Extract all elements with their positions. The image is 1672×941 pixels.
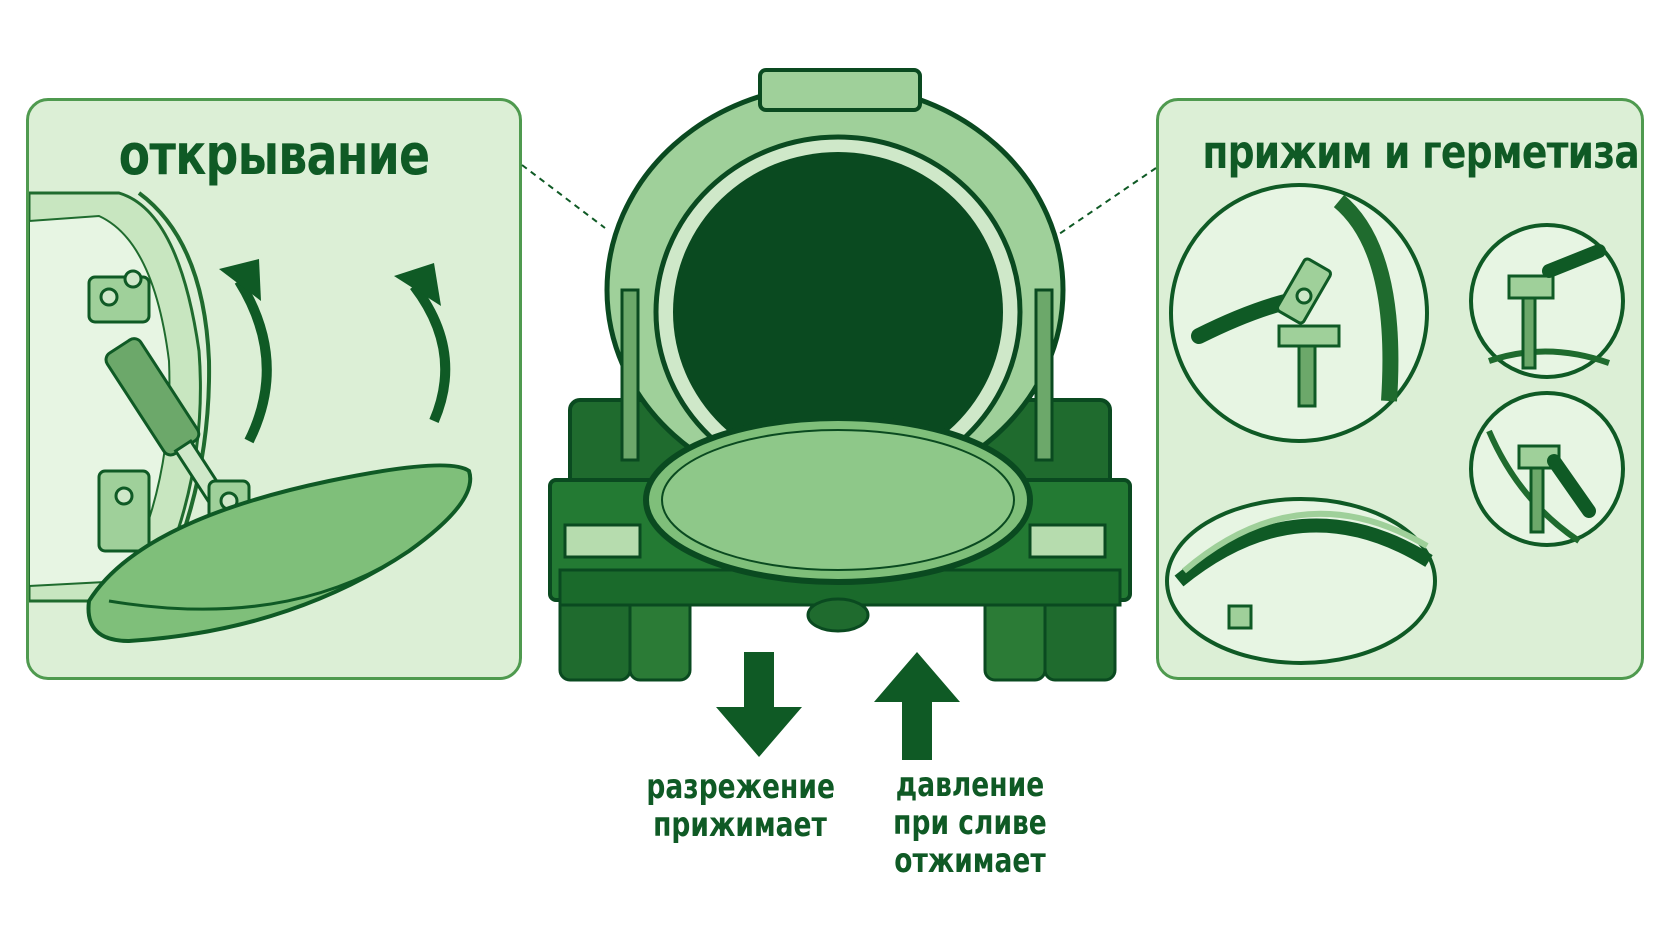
pressure-caption: давление при сливе отжимает bbox=[876, 766, 1063, 880]
wheels-icon bbox=[558, 588, 1117, 682]
swing-bolt-detail-icon bbox=[1469, 391, 1625, 547]
gasket-seal-detail-icon bbox=[1165, 497, 1437, 665]
clamp-knob-detail-icon bbox=[1469, 223, 1625, 379]
sealing-title: прижим и герметизация bbox=[1202, 125, 1641, 179]
hydraulic-hinge-opening-illustration bbox=[29, 191, 473, 644]
up-arrow-icon bbox=[874, 652, 960, 760]
clamp-details-illustration bbox=[1165, 183, 1625, 665]
opening-title: открывание bbox=[118, 123, 430, 188]
down-arrow-icon bbox=[716, 652, 802, 757]
sealing-panel: прижим и герметизация bbox=[1156, 98, 1644, 680]
swing-clamp-detail-icon bbox=[1169, 183, 1429, 443]
caption-line: давление bbox=[895, 765, 1045, 805]
vacuum-caption: разрежение прижимает bbox=[646, 767, 835, 845]
caption-line: разрежение bbox=[646, 767, 835, 807]
opening-panel: открывание bbox=[26, 98, 522, 680]
caption-line: отжимает bbox=[894, 841, 1046, 881]
caption-line: при сливе bbox=[893, 803, 1047, 843]
caption-line: прижимает bbox=[653, 805, 827, 845]
